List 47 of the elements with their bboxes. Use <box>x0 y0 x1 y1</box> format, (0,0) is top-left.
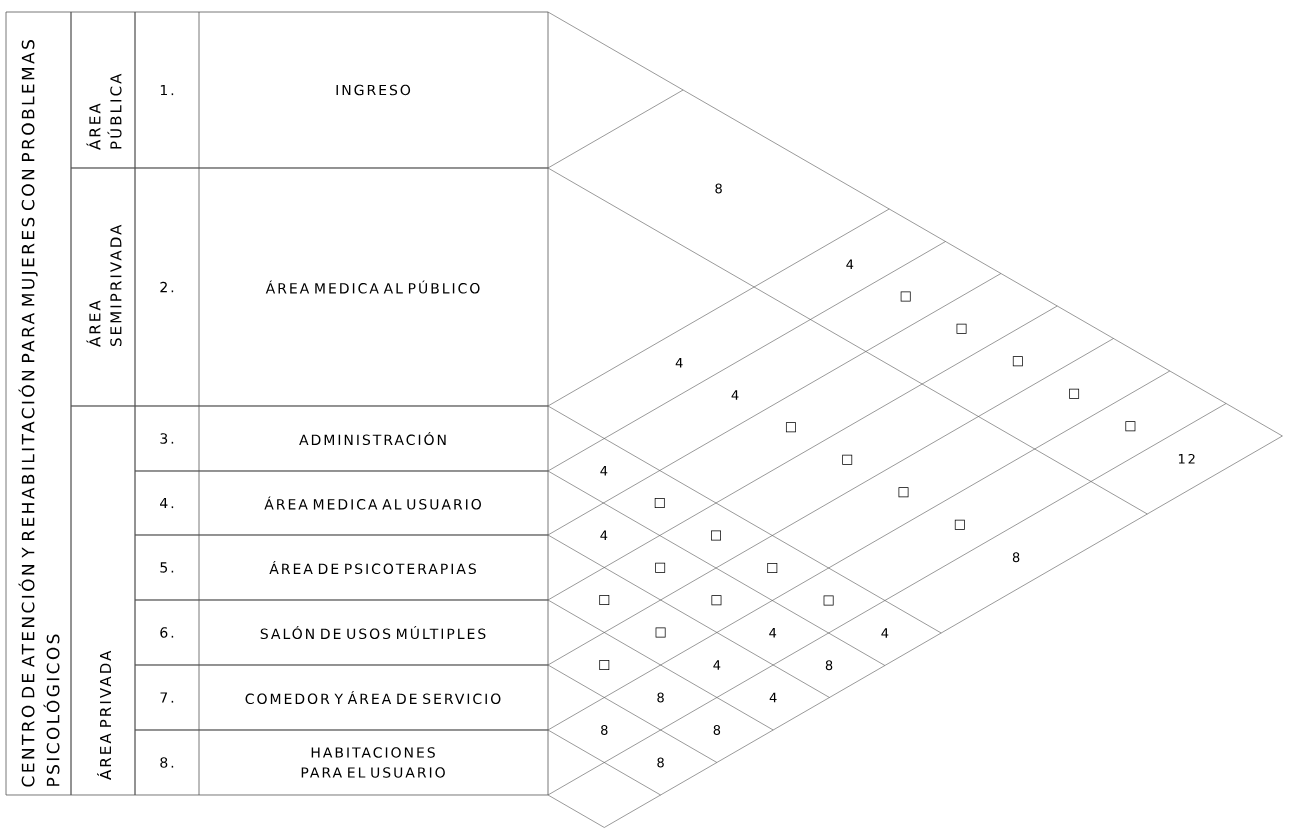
space-row: 1. INGRESO <box>134 11 549 169</box>
matrix-value: □ <box>711 595 722 606</box>
zone-cell: ÁREA PÚBLICA <box>70 11 136 169</box>
matrix-value: □ <box>842 454 853 465</box>
matrix-value: □ <box>599 660 610 670</box>
title: CENTRO DE ATENCIÓN Y REHABILITACIÓN PARA MUJERES CON PROBLEMAS PSICOLÓGICOS <box>5 11 72 796</box>
matrix-value: 8 <box>713 725 721 735</box>
matrix-value: □ <box>1069 388 1080 399</box>
matrix-value: □ <box>1012 356 1023 367</box>
matrix-value: □ <box>767 563 778 573</box>
matrix-value: □ <box>655 627 666 638</box>
space-row: 3. ADMINISTRACIÓN <box>134 405 549 472</box>
space-row: 5. ÁREA DE PSICOTERAPIAS <box>134 534 549 601</box>
matrix-value: □ <box>956 323 967 334</box>
zone-cell: ÁREA SEMIPRIVADA <box>70 167 136 407</box>
matrix-value: 4 <box>713 660 721 670</box>
matrix-value: 4 <box>881 628 889 638</box>
space-row: 7. COMEDOR Y ÁREA DE SERVICIO <box>134 664 549 731</box>
matrix-value: 4 <box>675 358 683 368</box>
matrix-value: □ <box>823 595 834 606</box>
space-row: 2. ÁREA MEDICA AL PÚBLICO <box>134 167 549 407</box>
space-row: 4. ÁREA MEDICA AL USUARIO <box>134 470 549 536</box>
matrix-value: 8 <box>1012 552 1020 563</box>
matrix-value: □ <box>655 562 666 573</box>
matrix-value: 8 <box>825 660 833 671</box>
space-row: 8. HABITACIONES PARA EL USUARIO <box>134 729 549 796</box>
matrix-value: 4 <box>769 628 777 638</box>
matrix-value: 8 <box>657 757 664 768</box>
matrix-value: 4 <box>731 390 739 400</box>
matrix-value: □ <box>898 487 909 498</box>
matrix-value: □ <box>954 519 965 530</box>
matrix-value: 4 <box>846 259 854 269</box>
matrix-value: 8 <box>657 692 664 703</box>
matrix-value: □ <box>1125 421 1136 432</box>
matrix-value: 4 <box>600 466 608 476</box>
matrix-value: 8 <box>715 183 722 194</box>
matrix-value: 4 <box>769 692 777 703</box>
space-row: 6. SALÓN DE USOS MÚLTIPLES <box>134 599 549 666</box>
matrix-value: □ <box>785 422 796 433</box>
matrix-value: 12 <box>1178 453 1195 464</box>
zone-cell: ÁREA PRIVADA <box>70 405 136 796</box>
matrix-value: □ <box>654 498 665 508</box>
matrix-value: 4 <box>600 530 608 540</box>
matrix-value: □ <box>711 530 721 541</box>
matrix-value: 8 <box>601 725 608 735</box>
matrix-value: □ <box>599 595 610 605</box>
matrix-value: □ <box>900 291 911 302</box>
